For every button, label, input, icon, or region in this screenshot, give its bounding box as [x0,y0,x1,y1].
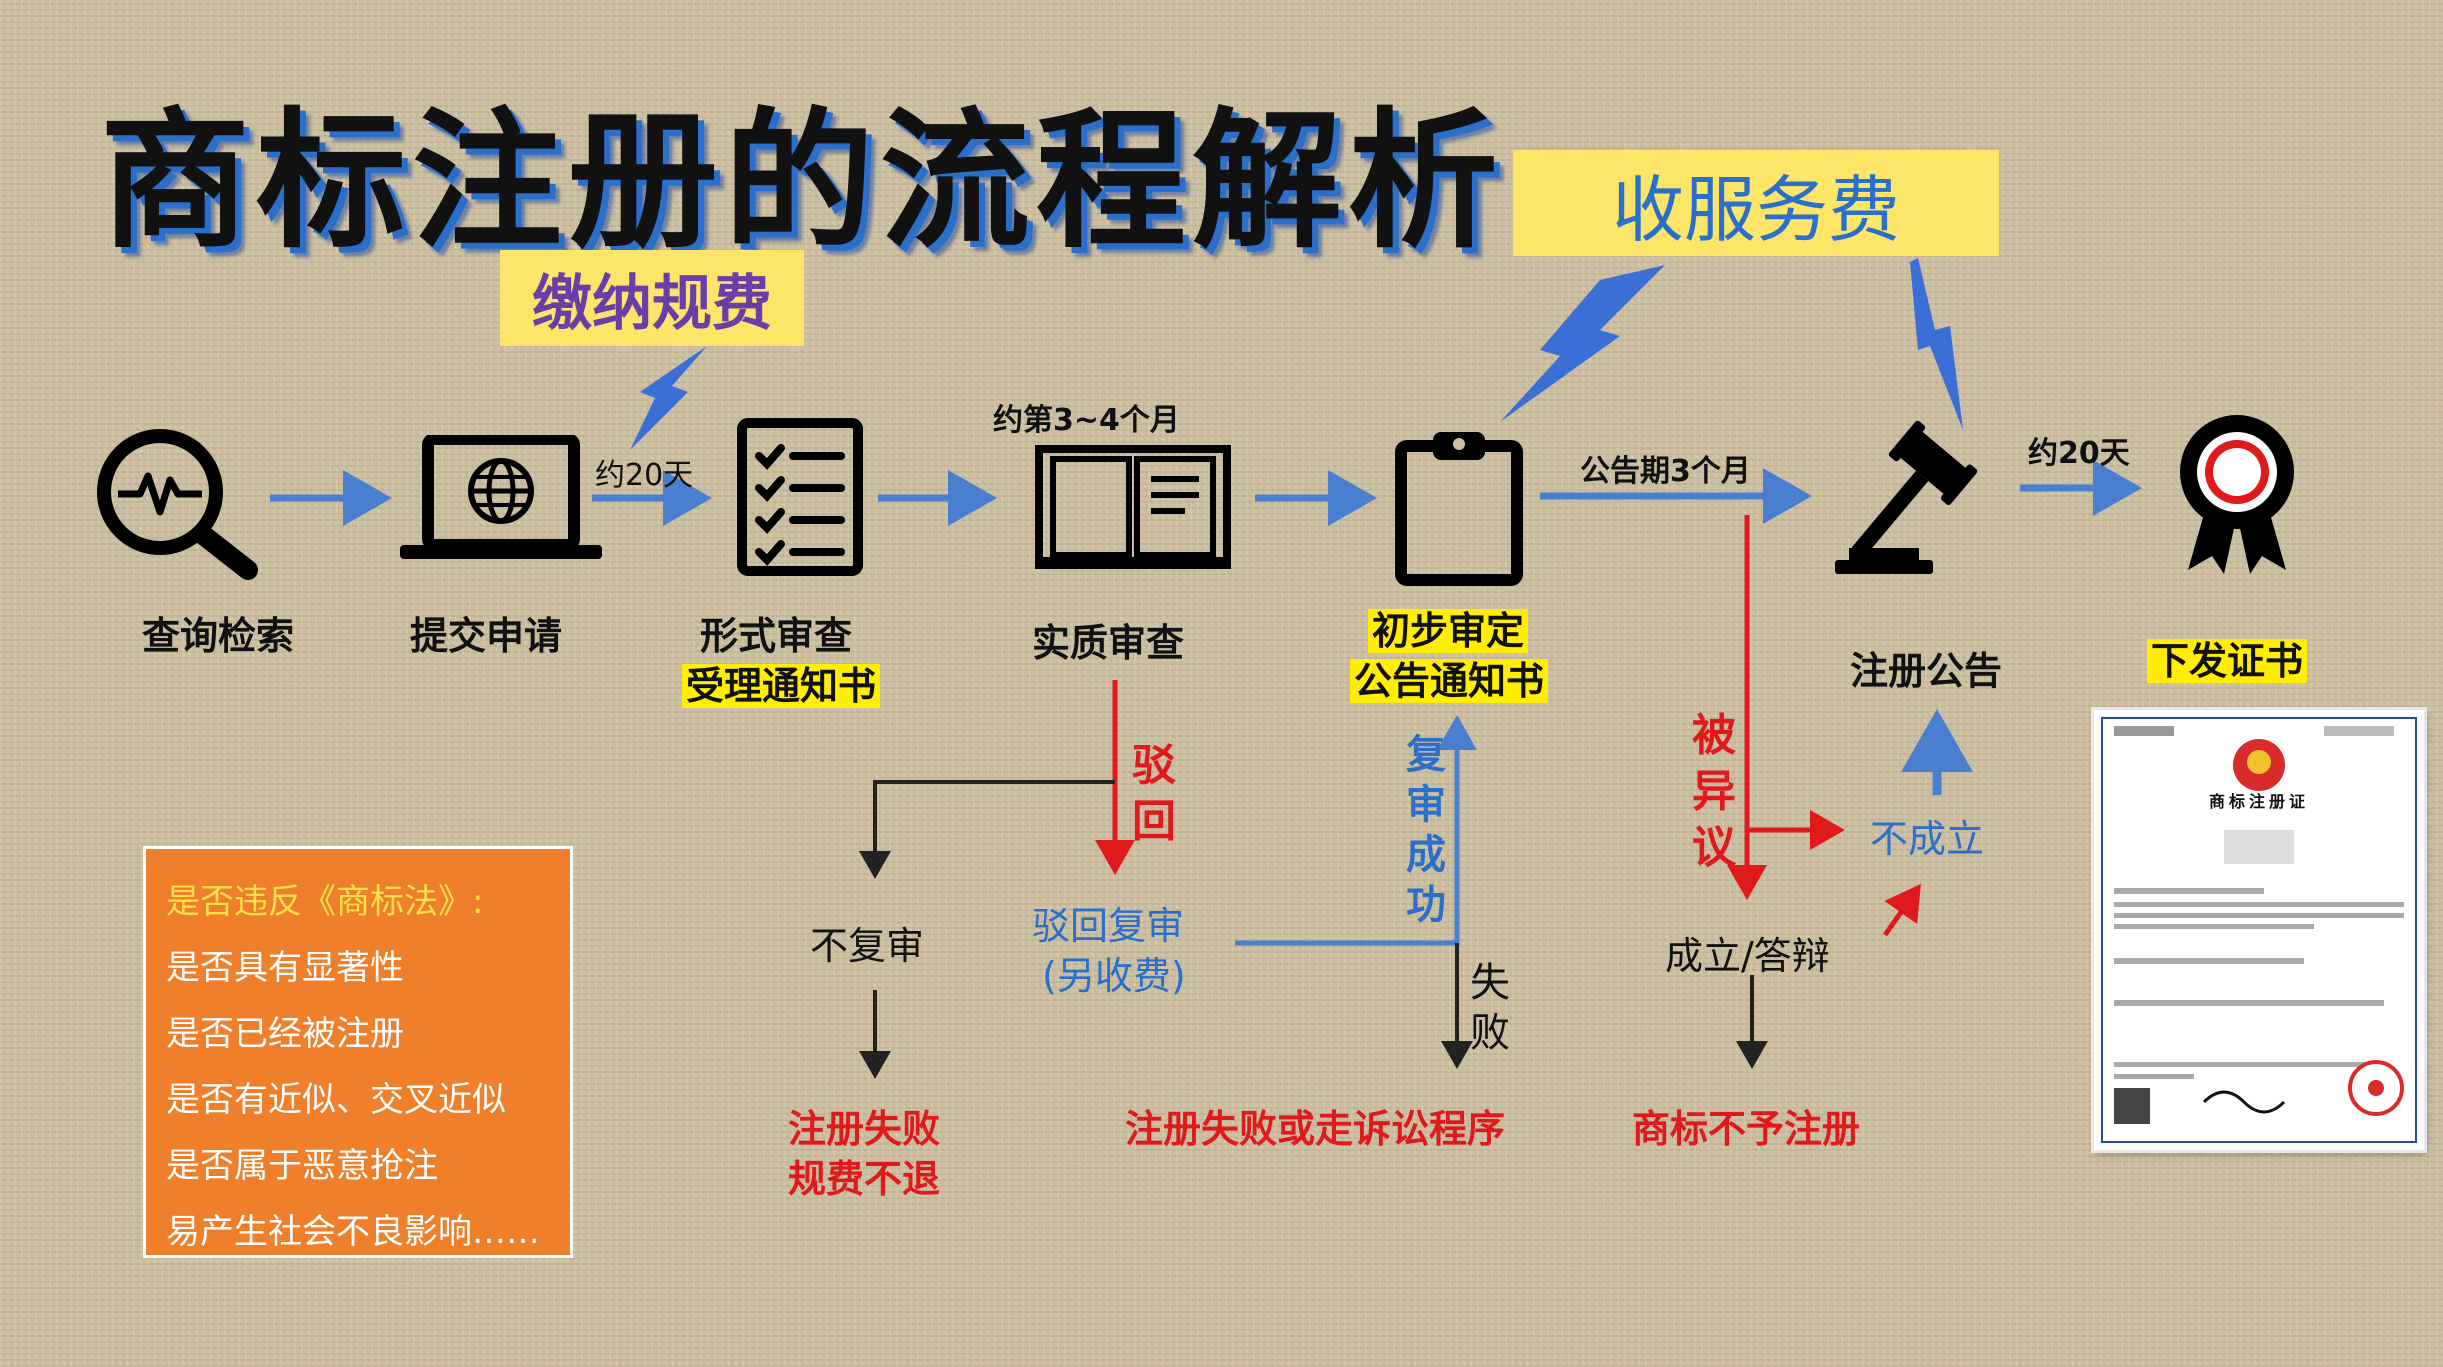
step-issue-certificate: 下发证书 [2147,630,2308,685]
duration-substantive: 约第3~4个月 [993,403,1180,438]
criteria-item: 是否有近似、交叉近似 [166,1080,506,1120]
opposed-label: 被异议 [1692,710,1736,873]
lightning-service-right-icon [1910,258,1963,430]
step-prelim-label: 初步审定 [1368,600,1529,655]
clipboard-icon [1395,432,1523,586]
duration-publication: 公告期3个月 [1580,454,1751,489]
duration-certificate: 约20天 [2028,436,2130,471]
certificate-title: 商标注册证 [2208,792,2309,811]
arrow-answer-to-not-established [1882,883,1921,937]
step-registration-notice: 注册公告 [1850,649,2003,693]
step-substantive-label: 实质审查 [1032,621,1185,665]
criteria-item: 是否违反《商标法》: [166,882,484,922]
step-formal-notice: 受理通知书 [682,655,881,710]
award-seal-icon [2180,415,2294,574]
gavel-icon [1835,420,1978,574]
rejected-label: 驳回 [1132,740,1176,847]
open-book-icon [1035,445,1231,569]
criteria-item: 是否具有显著性 [166,948,404,988]
trademark-certificate-image: 商标注册证 [2094,710,2424,1150]
laptop-globe-icon [400,435,602,559]
step-submit-label: 提交申请 [410,614,563,658]
magnifier-search-icon [97,429,258,580]
lightning-fee-icon [630,346,707,450]
fail-no-refund-line1: 注册失败 [788,1107,941,1151]
step-formal-label: 形式审查 [700,614,853,658]
review-success-label: 复审成功 [1406,732,1446,928]
fee-banner: 缴纳规费 [500,250,804,346]
criteria-item: 是否属于恶意抢注 [166,1146,438,1186]
duration-submit-formal: 约20天 [595,458,694,493]
review-criteria-box: 是否违反《商标法》: 是否具有显著性 是否已经被注册 是否有近似、交叉近似 是否… [143,846,573,1258]
certificate-graphic [2101,717,2417,1143]
step-search-label: 查询检索 [142,614,295,658]
fail-no-refund-line2: 规费不退 [788,1157,941,1201]
established-answer-label: 成立/答辩 [1665,934,1830,978]
lightning-service-left-icon [1500,265,1665,422]
criteria-item: 易产生社会不良影响…… [166,1212,540,1252]
criteria-item: 是否已经被注册 [166,1014,404,1054]
line-no-review [859,780,1115,879]
review-label: 驳回复审 [1032,904,1185,948]
fail-or-litigation-label: 注册失败或走诉讼程序 [1125,1107,1506,1151]
step-prelim-notice: 公告通知书 [1350,650,1549,705]
no-review-label: 不复审 [810,924,925,968]
service-fee-banner: 收服务费 [1513,150,1999,256]
page-title: 商标注册的流程解析 [100,95,1505,269]
not-established-label: 不成立 [1870,817,1985,861]
failed-label: 失败 [1470,960,1510,1056]
checklist-icon [737,418,863,576]
not-registered-label: 商标不予注册 [1632,1107,1861,1151]
review-fee-label: (另收费) [1042,954,1186,998]
